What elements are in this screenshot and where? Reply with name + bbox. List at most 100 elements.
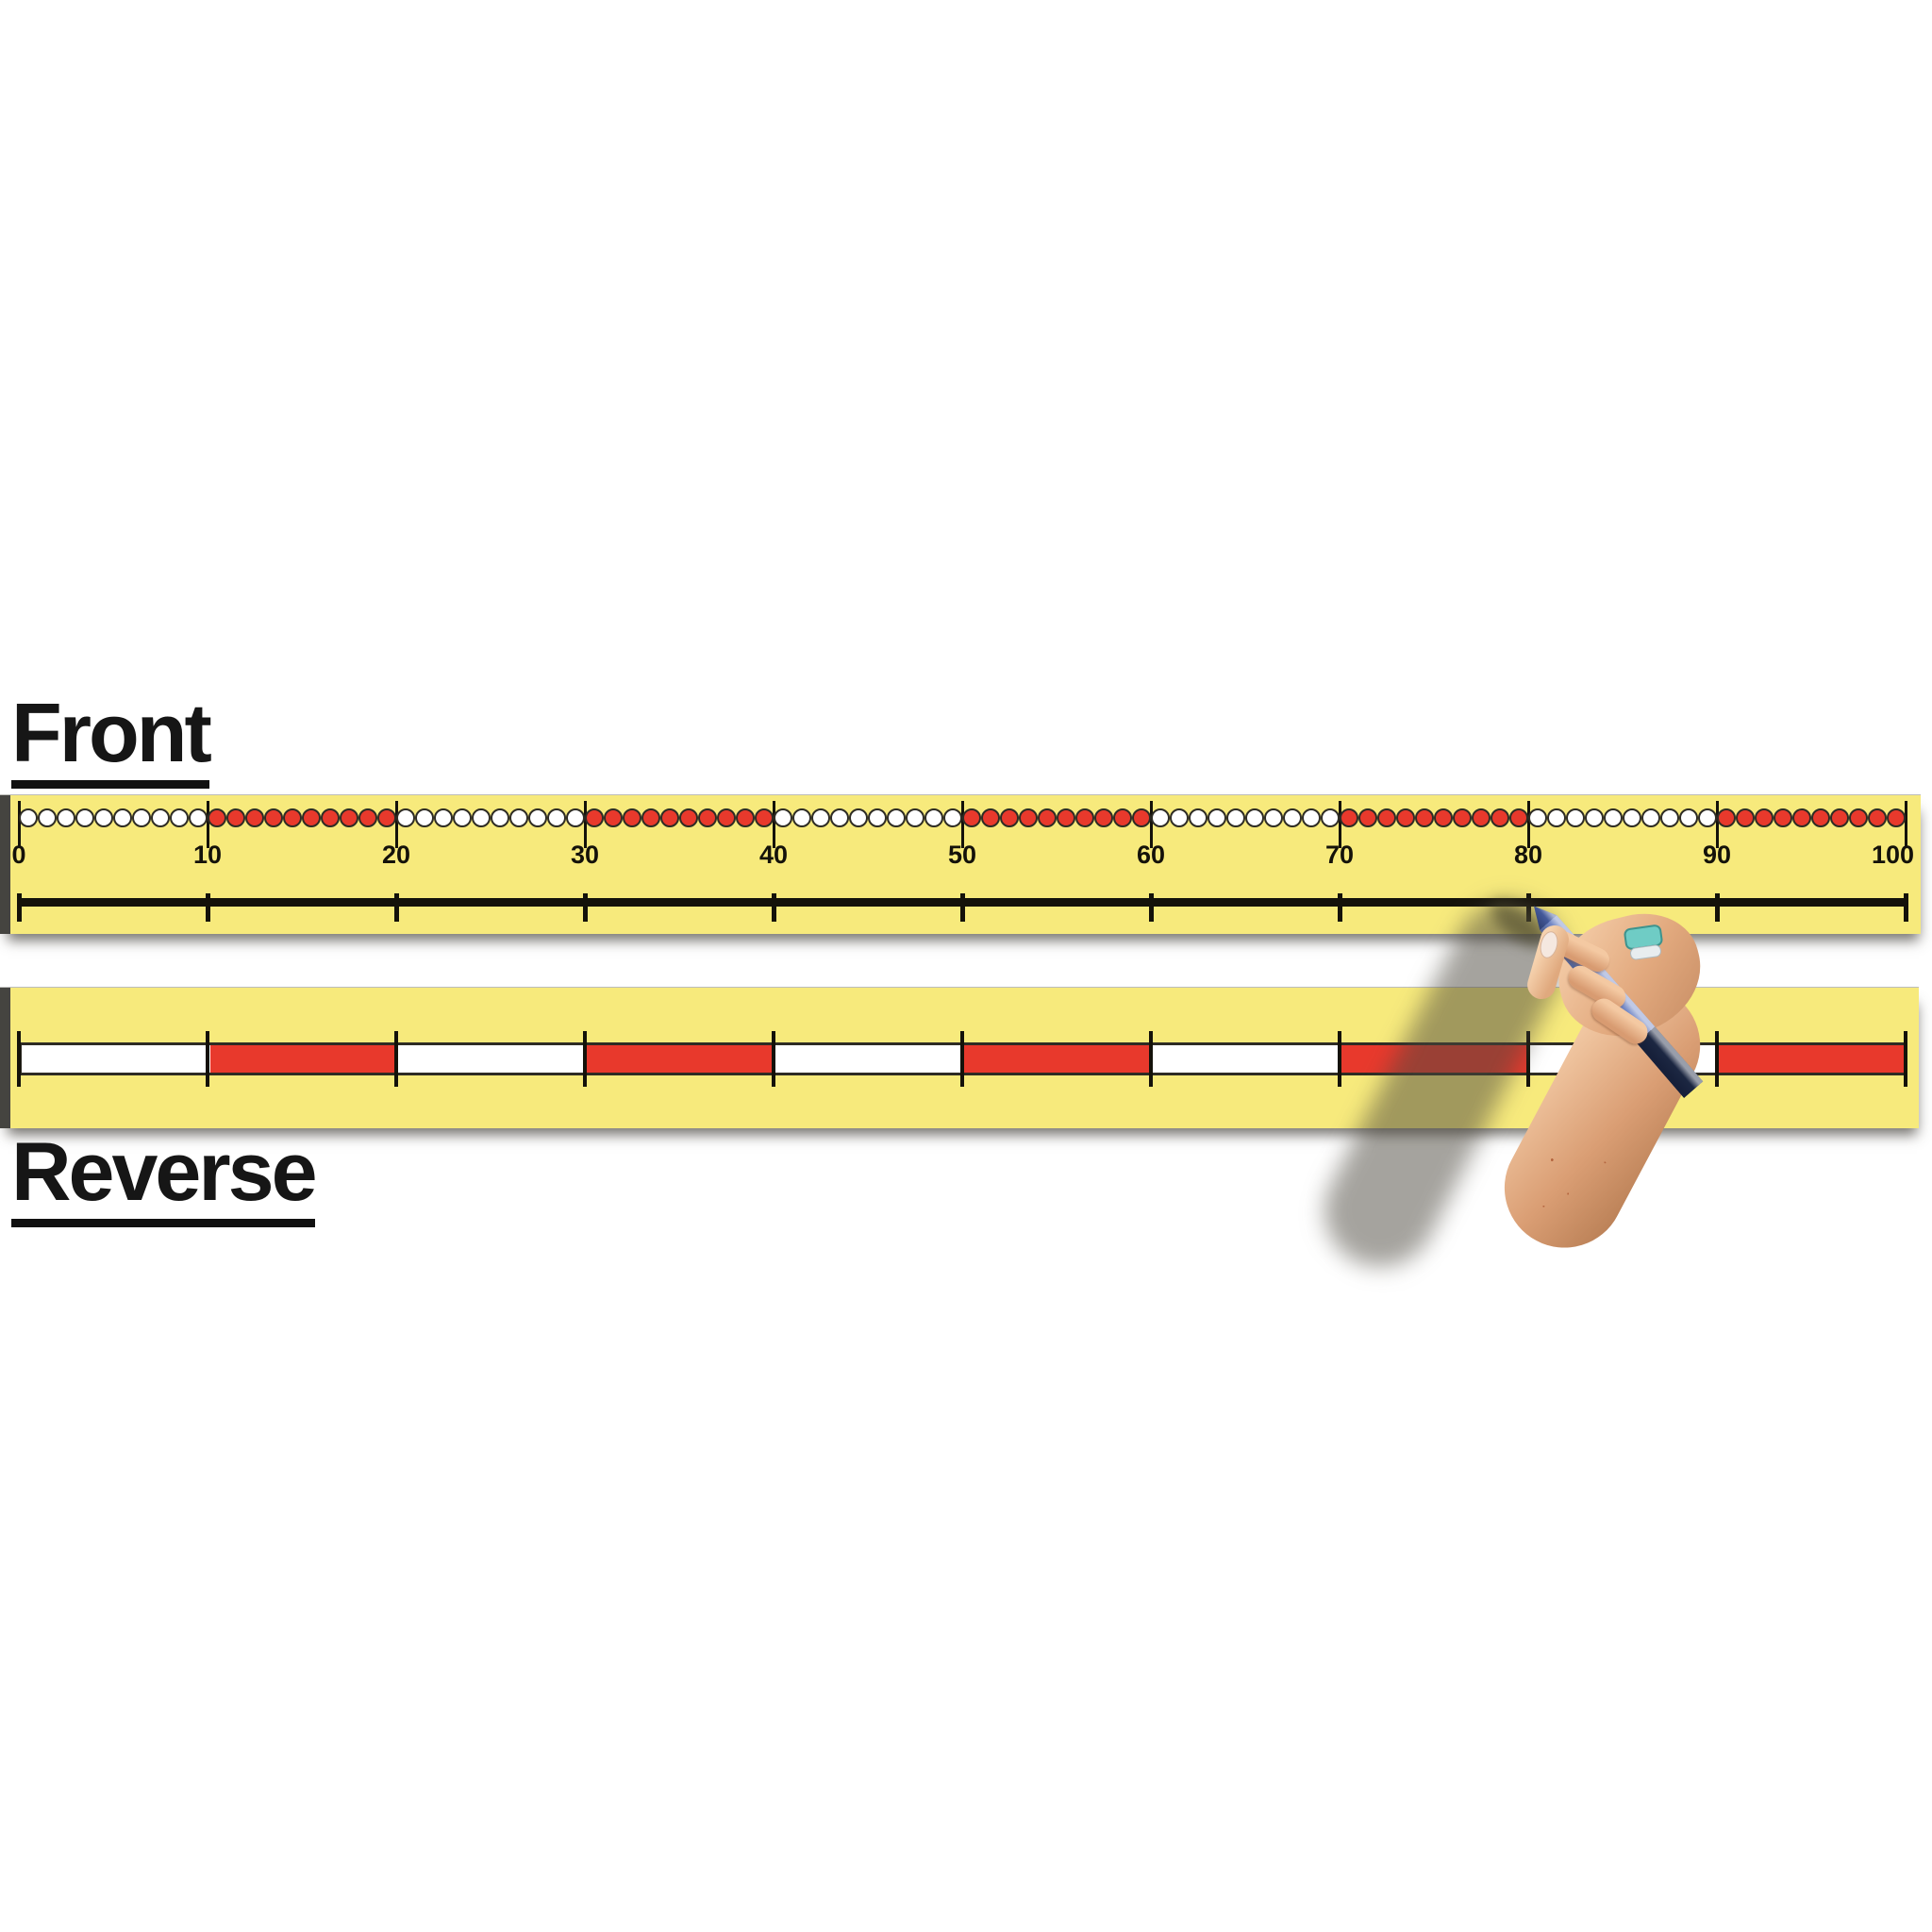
bead: [830, 808, 849, 827]
bead: [1415, 808, 1434, 827]
number-line-tick: [1715, 893, 1720, 922]
bead: [1321, 808, 1340, 827]
reverse-tick: [583, 1031, 587, 1087]
bead: [1377, 808, 1396, 827]
bead: [1641, 808, 1660, 827]
bead: [1736, 808, 1755, 827]
bead: [1623, 808, 1641, 827]
bead: [585, 808, 604, 827]
reverse-tick: [394, 1031, 398, 1087]
front-tick-label: 90: [1702, 841, 1732, 869]
bead: [57, 808, 75, 827]
bead: [1887, 808, 1906, 827]
bead: [396, 808, 415, 827]
bead: [887, 808, 906, 827]
bead: [1094, 808, 1113, 827]
bead: [1849, 808, 1868, 827]
bead: [1509, 808, 1528, 827]
bead: [113, 808, 132, 827]
bead: [736, 808, 755, 827]
bead: [1792, 808, 1811, 827]
front-tick: [1716, 801, 1719, 848]
bead: [1774, 808, 1792, 827]
reverse-segment: [1339, 1045, 1527, 1073]
front-tick-label: 30: [570, 841, 600, 869]
number-line-tick: [1526, 893, 1531, 922]
bead: [358, 808, 377, 827]
front-tick-label: 10: [192, 841, 223, 869]
bead: [1453, 808, 1472, 827]
front-tick: [395, 801, 398, 848]
bead: [1717, 808, 1736, 827]
bead: [641, 808, 660, 827]
bead: [434, 808, 453, 827]
reverse-segment: [1527, 1045, 1716, 1073]
reverse-tick: [1904, 1031, 1907, 1087]
front-tick: [1339, 801, 1341, 848]
number-line-tick: [772, 893, 776, 922]
bead: [811, 808, 830, 827]
bead: [1264, 808, 1283, 827]
bead: [38, 808, 57, 827]
reverse-number-line-strip: [0, 988, 1919, 1128]
bead: [604, 808, 623, 827]
bead: [1170, 808, 1189, 827]
front-tick-label: 40: [758, 841, 789, 869]
bead: [962, 808, 981, 827]
reverse-tick: [1149, 1031, 1153, 1087]
ring-band: [1629, 943, 1662, 961]
bead: [208, 808, 226, 827]
bead: [1660, 808, 1679, 827]
bead: [698, 808, 717, 827]
reverse-tick: [772, 1031, 775, 1087]
reverse-segment: [1715, 1045, 1904, 1073]
number-line-tick: [583, 893, 588, 922]
bead: [1604, 808, 1623, 827]
bead: [472, 808, 491, 827]
bead: [170, 808, 189, 827]
bead: [1057, 808, 1075, 827]
bead: [453, 808, 472, 827]
bead: [547, 808, 566, 827]
bead: [377, 808, 396, 827]
bead: [868, 808, 887, 827]
front-tick-label: 20: [381, 841, 411, 869]
finger: [1546, 926, 1614, 976]
reverse-segment: [962, 1045, 1151, 1073]
bead: [283, 808, 302, 827]
bead: [1566, 808, 1585, 827]
thumb-nail: [1537, 929, 1561, 960]
number-line-tick: [1149, 893, 1154, 922]
reverse-tick: [206, 1031, 209, 1087]
number-line-tick: [394, 893, 399, 922]
front-tick: [18, 801, 21, 848]
bead: [1075, 808, 1094, 827]
reverse-tick: [960, 1031, 964, 1087]
bead: [943, 808, 962, 827]
front-tick-label: 100: [1871, 841, 1915, 869]
bead: [1132, 808, 1151, 827]
reverse-tick: [1526, 1031, 1530, 1087]
number-line-tick: [960, 893, 965, 922]
bead: [981, 808, 1000, 827]
bead: [245, 808, 264, 827]
reverse-segment: [586, 1045, 774, 1073]
bead: [660, 808, 679, 827]
bead: [226, 808, 245, 827]
bead: [1528, 808, 1547, 827]
front-heading: Front: [11, 691, 212, 789]
bead: [264, 808, 283, 827]
number-line-tick: [1904, 893, 1908, 922]
front-tick: [961, 801, 964, 848]
bead: [1472, 808, 1491, 827]
front-tick-label: 70: [1324, 841, 1355, 869]
bead: [1547, 808, 1566, 827]
bead: [340, 808, 358, 827]
bead: [302, 808, 321, 827]
bead: [566, 808, 585, 827]
bead: [792, 808, 811, 827]
bead: [491, 808, 509, 827]
bead: [1019, 808, 1038, 827]
